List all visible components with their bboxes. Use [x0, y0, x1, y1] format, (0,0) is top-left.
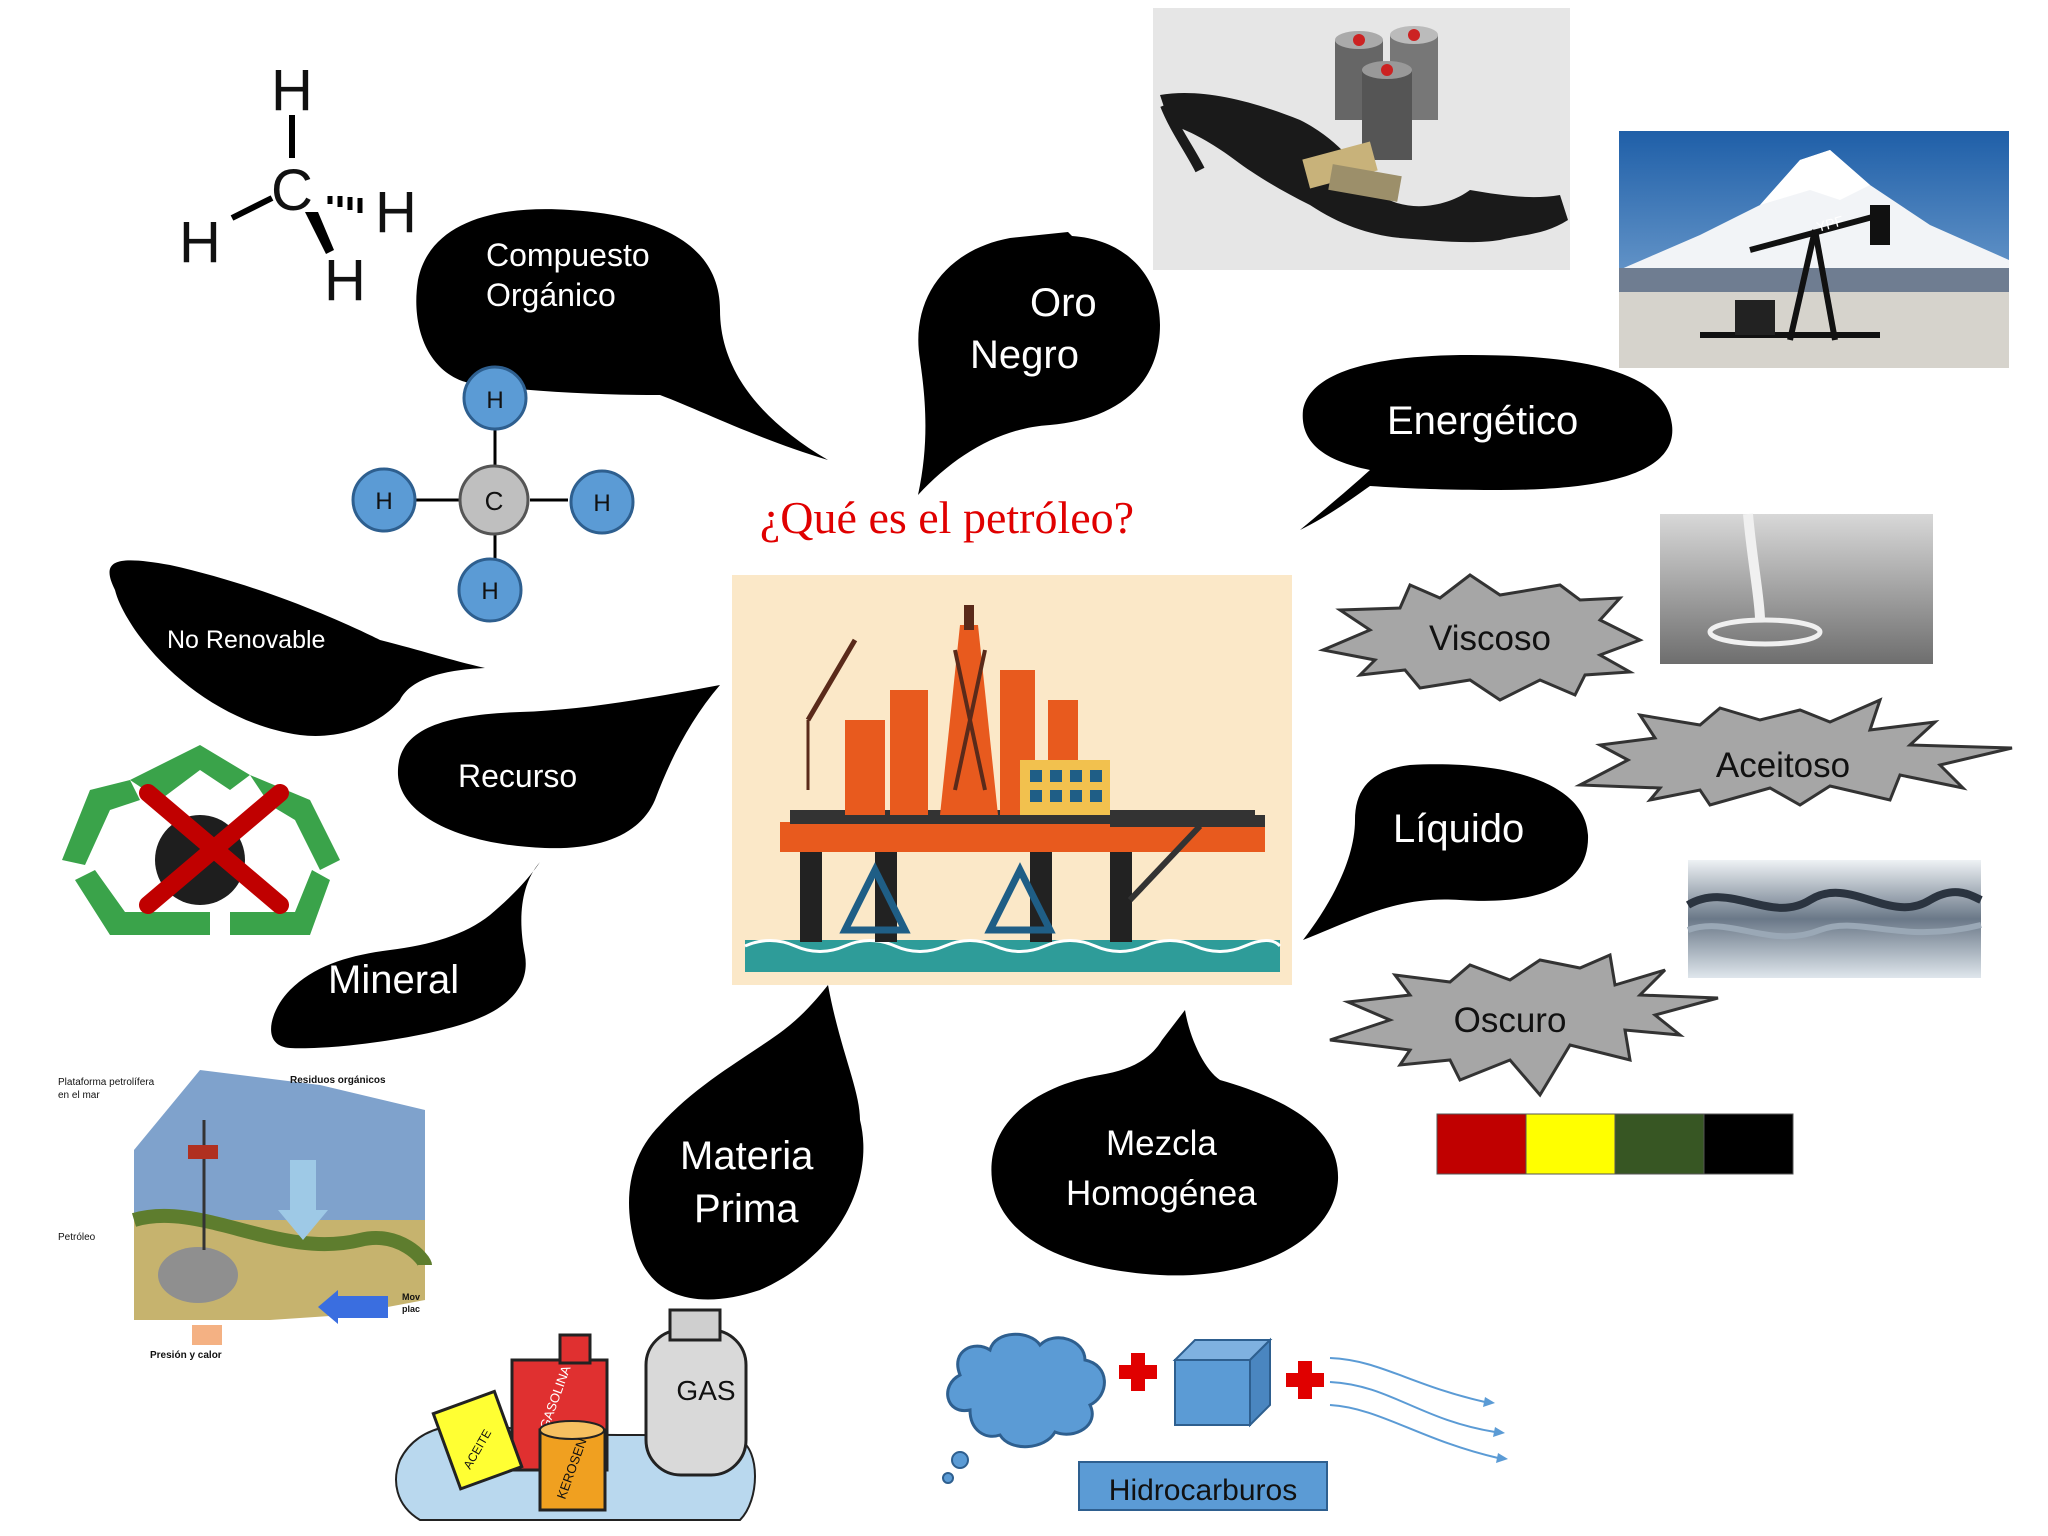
methane-h-top: H — [271, 58, 313, 123]
viscous-drop-image — [1660, 513, 1933, 664]
petroleum-products-image: GAS GASOLINA ACEITE KEROSEN — [395, 1308, 756, 1521]
methane-h-left: H — [179, 210, 221, 275]
star-viscoso: Viscoso — [1317, 573, 1644, 702]
plus-icon — [1119, 1353, 1157, 1391]
bubble-label-liquido: Líquido — [1393, 807, 1524, 851]
bubble-label-mezcla: Mezcla — [1106, 1124, 1217, 1163]
cube-icon — [1172, 1337, 1273, 1428]
cross-icon — [139, 784, 289, 914]
formation-label-presion: Presión y calor — [150, 1350, 222, 1361]
formation-label-mov-1: Mov — [402, 1292, 420, 1302]
bubble-mezcla-homogenea: Mezcla Homogénea — [991, 1010, 1339, 1276]
methane-h-right: H — [375, 180, 417, 245]
formation-label-mov-2: plac — [402, 1304, 420, 1314]
oil-bottle: ACEITE — [431, 1389, 524, 1491]
pump-jack-image: YPF — [1619, 131, 2009, 368]
bubble-label-no-renovable: No Renovable — [167, 626, 325, 654]
star-label-viscoso: Viscoso — [1429, 619, 1551, 658]
money-stack — [1302, 141, 1402, 202]
methane-ball-model: H H C H H — [351, 365, 635, 623]
kerosene-can: KEROSEN — [538, 1420, 607, 1512]
methane-structural-formula: H C H H H — [179, 58, 417, 313]
hydrocarbon-composition: Hidrocarburos — [942, 1332, 1508, 1511]
star-label-oscuro: Oscuro — [1454, 1001, 1567, 1040]
oil-platform-image — [732, 575, 1292, 985]
color-swatch-2 — [1614, 1113, 1705, 1175]
liquid-surface-image — [1685, 860, 1983, 978]
gas-label: GAS — [676, 1375, 735, 1406]
hydrocarbon-label: Hidrocarburos — [1109, 1474, 1297, 1507]
bubble-label-compuesto: Compuesto — [486, 237, 650, 273]
gas-cylinder: GAS — [644, 1308, 748, 1477]
bubble-label-negro: Negro — [970, 333, 1079, 377]
bubble-oro-negro: Oro Negro — [918, 232, 1160, 495]
color-swatch-1 — [1525, 1113, 1616, 1175]
bubble-recurso: Recurso — [397, 685, 720, 849]
ball-h-right: H — [593, 490, 610, 517]
pump-jack — [1700, 212, 1881, 341]
bubble-label-recurso: Recurso — [458, 758, 577, 794]
color-swatch-0 — [1436, 1113, 1527, 1175]
bubble-no-renovable: No Renovable — [109, 560, 486, 736]
bubble-label-prima: Prima — [694, 1187, 799, 1231]
star-label-aceitoso: Aceitoso — [1716, 746, 1850, 785]
gas-cloud-icon — [946, 1332, 1106, 1449]
ball-h-left: H — [375, 488, 392, 515]
methane-c: C — [271, 158, 313, 223]
star-aceitoso: Aceitoso — [1574, 697, 2013, 807]
formation-label-plataforma-2: en el mar — [58, 1090, 100, 1101]
formation-label-residuos: Residuos orgánicos — [290, 1075, 386, 1086]
bubble-label-organico: Orgánico — [486, 277, 616, 313]
ball-h-top: H — [486, 387, 503, 414]
oro-negro-image — [1153, 8, 1570, 270]
bubble-label-oro: Oro — [1030, 281, 1097, 325]
methane-h-bottom: H — [324, 248, 366, 313]
formation-label-plataforma-1: Plataforma petrolífera — [58, 1077, 155, 1088]
page-title: ¿Qué es el petróleo? — [760, 492, 1134, 543]
bubble-label-materia: Materia — [680, 1134, 814, 1178]
ball-c: C — [485, 486, 504, 516]
formation-label-petroleo: Petróleo — [58, 1232, 96, 1243]
bubble-label-homogenea: Homogénea — [1066, 1174, 1257, 1213]
flow-lines — [1329, 1357, 1499, 1459]
bubble-compuesto-organico: Compuesto Orgánico — [416, 209, 828, 460]
petroleum-formation-diagram: Plataforma petrolífera en el mar Residuo… — [42, 1063, 432, 1361]
plus-icon-2 — [1286, 1361, 1324, 1399]
bubble-materia-prima: Materia Prima — [629, 985, 864, 1300]
bubble-label-mineral: Mineral — [328, 958, 459, 1002]
color-swatch-strip — [1436, 1113, 1794, 1175]
bubble-label-energetico: Energético — [1387, 399, 1578, 443]
bubble-energetico: Energético — [1300, 355, 1673, 530]
bubble-liquido: Líquido — [1303, 764, 1589, 940]
star-oscuro: Oscuro — [1329, 952, 1719, 1098]
ball-h-bottom: H — [481, 578, 498, 605]
color-swatch-3 — [1703, 1113, 1794, 1175]
pump-brand: YPF — [1815, 212, 1845, 235]
recycle-icon — [62, 745, 340, 935]
bubble-mineral: Mineral — [271, 862, 540, 1049]
